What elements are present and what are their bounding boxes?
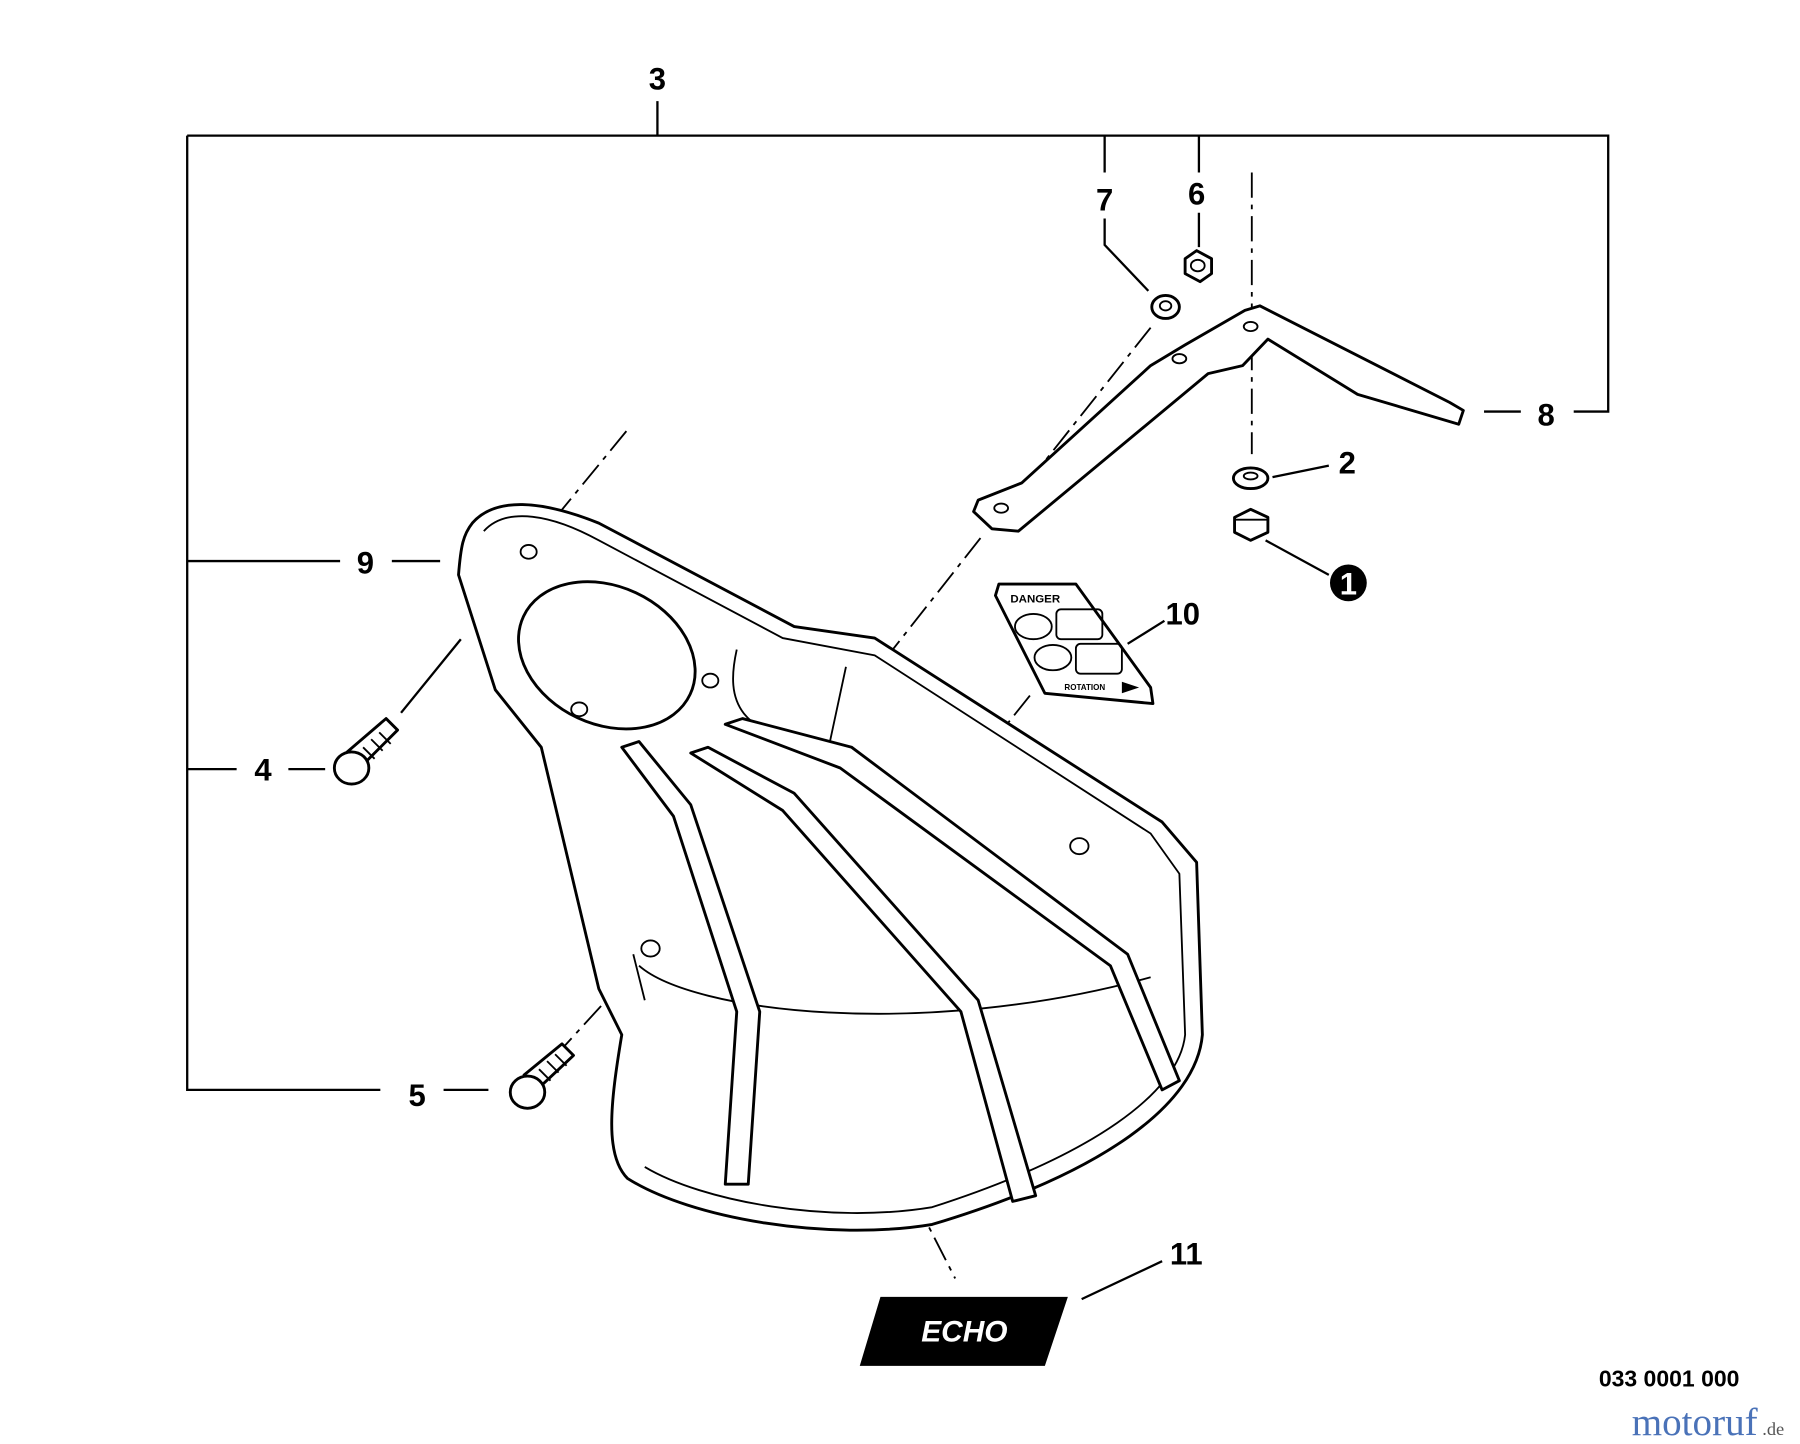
watermark-suffix: .de [1762, 1419, 1784, 1439]
echo-decal-text: ECHO [921, 1316, 1007, 1349]
bolt-part-4 [332, 717, 400, 786]
guard-part-9 [457, 503, 1204, 1232]
callout-7: 7 [1096, 182, 1113, 217]
danger-decal-title: DANGER [1010, 593, 1060, 605]
callout-9: 9 [357, 546, 374, 581]
callout-labels: 3 7 6 8 2 1 10 9 4 5 11 [254, 62, 1554, 1272]
danger-decal-arrow-text: ROTATION [1064, 683, 1105, 692]
callout-leader-lines [186, 101, 1610, 1301]
hardware [332, 249, 1270, 1110]
echo-decal-part-11: ECHO [859, 1296, 1068, 1366]
callout-6: 6 [1188, 177, 1205, 212]
watermark-name: motoruf [1632, 1401, 1759, 1444]
watermark: motoruf .de [1632, 1401, 1784, 1444]
callout-1: 1 [1340, 566, 1357, 601]
callout-3: 3 [649, 62, 666, 97]
bracket-part-8 [972, 304, 1465, 533]
callout-4: 4 [254, 753, 272, 788]
callout-1-circle [1329, 564, 1367, 602]
callout-10: 10 [1166, 596, 1201, 631]
danger-decal-part-10: DANGER ROTATION [993, 582, 1155, 706]
bolt-part-5 [508, 1042, 575, 1110]
washer-part-2 [1231, 466, 1270, 491]
nut-part-1 [1233, 507, 1270, 542]
callout-8: 8 [1537, 397, 1554, 432]
callout-2: 2 [1339, 446, 1356, 481]
washer-part-7 [1150, 294, 1181, 320]
part-code: 033 0001 000 [1599, 1366, 1740, 1392]
callout-11: 11 [1170, 1237, 1203, 1272]
nut-part-6 [1183, 249, 1214, 284]
callout-5: 5 [409, 1078, 426, 1113]
